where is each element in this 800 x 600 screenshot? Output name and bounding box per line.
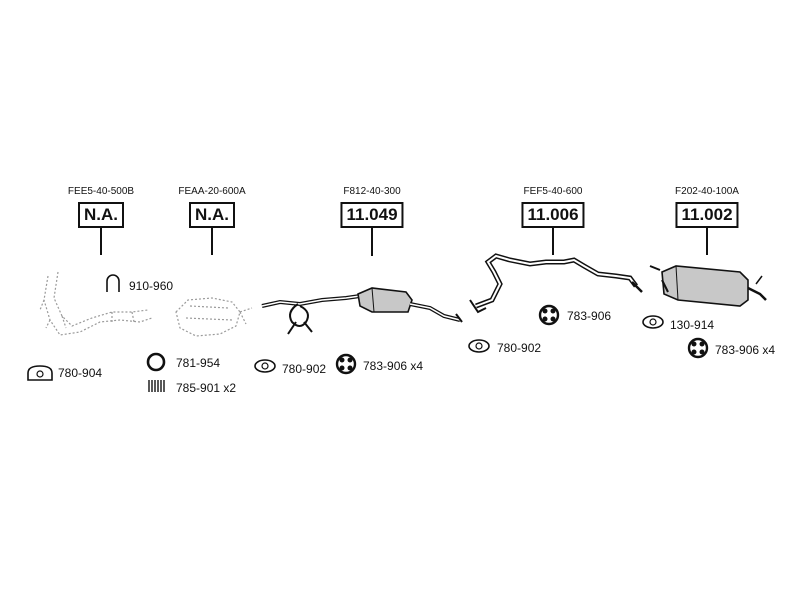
gasket-780-902-icon: [468, 339, 490, 353]
part-code-4: FEF5-40-600: [523, 186, 583, 197]
catalyst-not-available-icon: [175, 297, 253, 337]
part-code-3: F812-40-300: [343, 186, 401, 197]
gasket-label[interactable]: 780-902: [497, 341, 542, 355]
ring-781-954-icon: [146, 352, 166, 372]
spring-785-901-icon: [148, 380, 165, 392]
front-pipe-not-available-icon: [39, 271, 153, 336]
hanger-label[interactable]: 783-906 x4: [363, 359, 424, 373]
hanger-label[interactable]: 783-906 x4: [715, 343, 776, 357]
leader-lines: [100, 227, 708, 256]
part-number-box-5[interactable]: 11.002: [675, 202, 739, 228]
rear-pipe-11-006-icon: [469, 253, 643, 314]
part-code-1: FEE5-40-500B: [67, 186, 135, 197]
rubber-hanger-icon: [538, 304, 560, 326]
hanger-label[interactable]: 783-906: [567, 309, 612, 323]
part-number-box-2[interactable]: N.A.: [189, 202, 235, 228]
rear-silencer-11-002-icon: [649, 265, 767, 307]
gasket-label[interactable]: 780-904: [58, 366, 103, 380]
spring-label[interactable]: 785-901 x2: [176, 381, 237, 395]
gasket-780-904-icon: [27, 365, 53, 381]
middle-pipe-11-049-icon: [261, 287, 463, 335]
gasket-780-902-icon: [254, 359, 276, 373]
part-number-box-4[interactable]: 11.006: [521, 202, 585, 228]
part-number-box-1[interactable]: N.A.: [78, 202, 124, 228]
gasket-label[interactable]: 130-914: [670, 318, 715, 332]
rubber-hanger-icon: [687, 337, 709, 359]
clamp-label[interactable]: 910-960: [129, 279, 174, 293]
ring-label[interactable]: 781-954: [176, 356, 221, 370]
part-code-2: FEAA-20-600A: [178, 186, 246, 197]
gasket-label[interactable]: 780-902: [282, 362, 327, 376]
u-clamp-icon: [106, 274, 120, 292]
part-number-box-3[interactable]: 11.049: [340, 202, 404, 228]
rubber-hanger-icon: [335, 353, 357, 375]
gasket-130-914-icon: [642, 315, 664, 329]
part-code-5: F202-40-100A: [675, 186, 739, 197]
